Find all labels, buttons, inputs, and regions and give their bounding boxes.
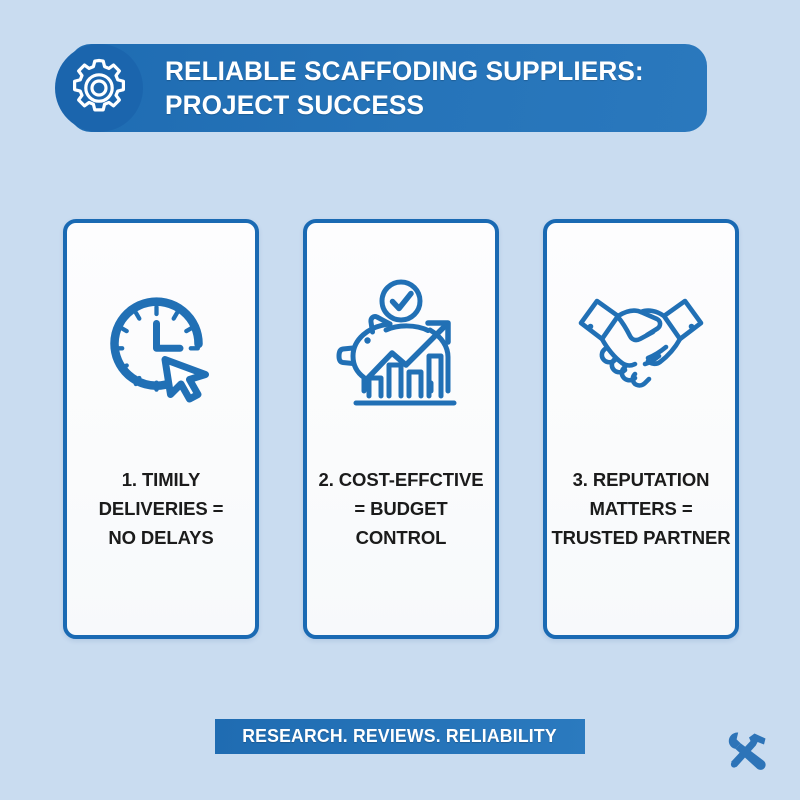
- benefit-card-3[interactable]: 3. REPUTATION MATTERS = TRUSTED PARTNER: [543, 219, 739, 639]
- clock-cursor-icon: [67, 281, 255, 411]
- benefit-card-1-label: 1. TIMILY DELIVERIES = NO DELAYS: [98, 469, 224, 548]
- page-title-line-1: RELIABLE SCAFFODING SUPPLIERS:: [165, 56, 644, 86]
- benefit-card-3-label: 3. REPUTATION MATTERS = TRUSTED PARTNER: [551, 469, 731, 548]
- benefit-card-2[interactable]: 2. COST-EFFCTIVE = BUDGET CONTROL: [303, 219, 499, 639]
- header: RELIABLE SCAFFODING SUPPLIERS: PROJECT S…: [55, 40, 707, 136]
- footer-banner: RESEARCH. REVIEWS. RELIABILITY: [215, 719, 585, 754]
- piggy-bank-growth-chart-icon: [307, 279, 495, 411]
- tools-wrench-hammer-icon: [718, 724, 774, 780]
- benefit-card-2-label: 2. COST-EFFCTIVE = BUDGET CONTROL: [318, 469, 484, 548]
- header-bar: [69, 44, 707, 132]
- benefit-cards: 1. TIMILY DELIVERIES = NO DELAYS: [63, 219, 739, 639]
- page-title: RELIABLE SCAFFODING SUPPLIERS: PROJECT S…: [165, 54, 669, 122]
- gear-icon: [55, 44, 143, 132]
- benefit-card-1[interactable]: 1. TIMILY DELIVERIES = NO DELAYS: [63, 219, 259, 639]
- page-title-line-2: PROJECT SUCCESS: [165, 90, 425, 120]
- footer-banner-text: RESEARCH. REVIEWS. RELIABILITY: [242, 726, 558, 746]
- handshake-icon: [547, 281, 735, 411]
